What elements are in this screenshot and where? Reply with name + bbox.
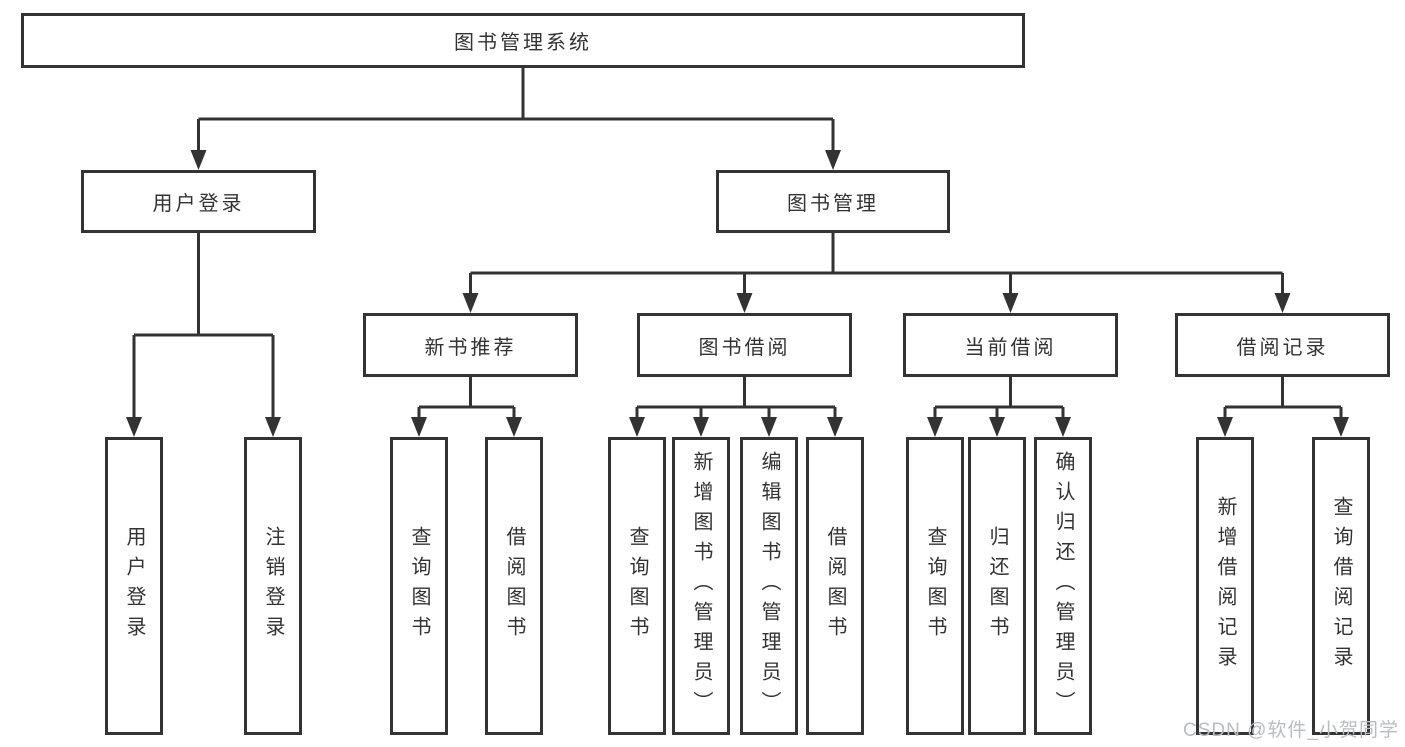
leaf-add-book-admin: 新增图书（管理员） [672,437,730,735]
arrow-down-icon [265,417,281,437]
leaf-label: 确认归还（管理员） [1052,451,1074,721]
leaf-label: 查询图书 [626,526,648,646]
arrow-down-icon [736,293,753,313]
arrow-down-icon [629,417,645,437]
leaf-label: 查询图书 [924,526,946,646]
leaf-label: 新增借阅记录 [1214,496,1236,676]
arrow-down-icon [462,293,479,313]
node-book-management: 图书管理 [716,170,950,233]
arrow-down-icon [411,417,427,437]
node-current-borrowing: 当前借阅 [903,313,1118,377]
arrow-down-icon [825,150,841,170]
node-user-login: 用户登录 [81,170,316,233]
leaf-query-borrow-record: 查询借阅记录 [1312,437,1370,735]
leaf-query-books-1: 查询图书 [390,437,448,735]
leaf-user-login: 用户登录 [105,437,163,735]
arrow-down-icon [190,150,207,170]
leaf-label: 用户登录 [123,526,145,646]
leaf-query-books-3: 查询图书 [906,437,964,735]
arrow-down-icon [1333,417,1349,437]
arrow-down-icon [693,417,709,437]
leaf-label: 注销登录 [262,526,284,646]
leaf-confirm-return-admin: 确认归还（管理员） [1034,437,1092,735]
node-book-borrowing: 图书借阅 [637,313,852,377]
leaf-return-book: 归还图书 [968,437,1026,735]
arrow-down-icon [1274,293,1291,313]
node-library-management-system: 图书管理系统 [21,13,1025,68]
watermark: CSDN @软件_小贺同学 [1183,720,1399,741]
node-new-book-recommend: 新书推荐 [363,313,578,377]
leaf-label: 查询图书 [408,526,430,646]
leaf-label: 编辑图书（管理员） [758,451,780,721]
leaf-label: 归还图书 [986,526,1008,646]
node-borrow-records: 借阅记录 [1175,313,1390,377]
leaf-borrow-books-1: 借阅图书 [485,437,543,735]
arrow-down-icon [827,417,843,437]
leaf-label: 借阅图书 [824,526,846,646]
leaf-query-books-2: 查询图书 [608,437,666,735]
leaf-edit-book-admin: 编辑图书（管理员） [740,437,798,735]
arrow-down-icon [1002,293,1019,313]
arrow-down-icon [761,417,777,437]
arrow-down-icon [506,417,522,437]
arrow-down-icon [927,417,943,437]
leaf-add-borrow-record: 新增借阅记录 [1196,437,1254,735]
leaf-label: 借阅图书 [503,526,525,646]
leaf-label: 新增图书（管理员） [690,451,712,721]
arrow-down-icon [1055,417,1071,437]
leaf-logout: 注销登录 [244,437,302,735]
leaf-borrow-books-2: 借阅图书 [806,437,864,735]
arrow-down-icon [126,417,142,437]
leaf-label: 查询借阅记录 [1330,496,1352,676]
arrow-down-icon [989,417,1005,437]
arrow-down-icon [1217,417,1233,437]
